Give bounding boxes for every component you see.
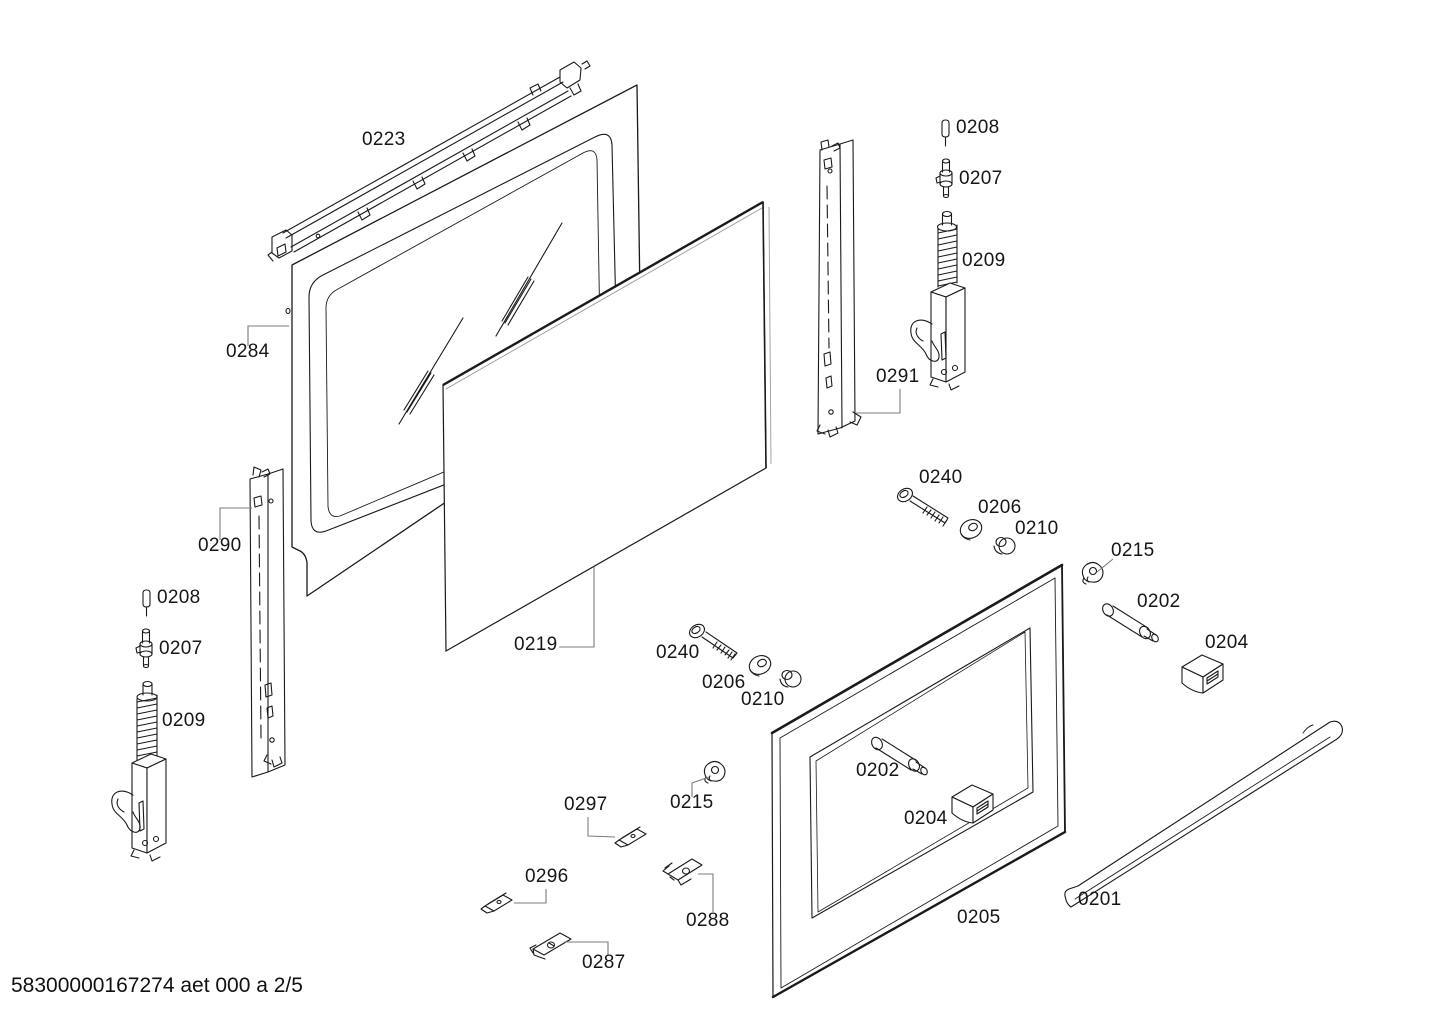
part-0210-nut-upper: [993, 536, 1016, 555]
part-label-0223: 0223: [362, 129, 406, 150]
part-0223-top-trim-strip: [267, 60, 591, 262]
part-label-0290: 0290: [198, 535, 242, 556]
part-label-0204-inner: 0204: [904, 808, 948, 829]
part-0204-box-right: [1181, 654, 1224, 694]
part-0209-left-hinge: [111, 680, 167, 862]
part-label-0208-left: 0208: [157, 587, 201, 608]
leader-0287: [564, 941, 609, 955]
part-label-0215-upper: 0215: [1111, 540, 1155, 561]
part-0240-screw-lower: [688, 623, 738, 661]
part-label-0296: 0296: [525, 866, 569, 887]
document-reference: 58300000167274 aet 000 a 2/5: [11, 974, 303, 997]
part-label-0284: 0284: [226, 341, 270, 362]
part-0296-clip: [480, 892, 513, 914]
leader-0297: [587, 817, 616, 838]
part-0207-left-bolt: [135, 628, 153, 669]
part-0287-bracket: [529, 932, 572, 960]
part-label-0204-right: 0204: [1205, 632, 1249, 653]
part-label-0209-left: 0209: [162, 710, 206, 731]
part-label-0240-lower: 0240: [656, 642, 700, 663]
part-label-0291: 0291: [876, 366, 920, 387]
part-label-0215-lower: 0215: [670, 792, 714, 813]
part-label-0205: 0205: [957, 907, 1001, 928]
part-0207-right-bolt: [935, 158, 953, 199]
part-0205-inner-door-panel: [770, 563, 1067, 999]
part-0206-washer-lower: [748, 655, 772, 677]
part-0290-left-hinge-rail: [249, 466, 286, 778]
part-label-0209-right: 0209: [962, 250, 1006, 271]
part-label-0201: 0201: [1078, 889, 1122, 910]
part-0201-door-handle: [1064, 720, 1343, 908]
part-label-0210-upper: 0210: [1015, 518, 1059, 539]
leader-0296: [514, 889, 547, 904]
part-0206-washer-upper: [959, 519, 983, 541]
part-0208-right-pin: [941, 119, 950, 147]
leader-lines: [219, 325, 1114, 955]
leader-0219: [559, 567, 595, 648]
leader-0215-upper: [1096, 558, 1114, 573]
part-label-0287: 0287: [582, 952, 626, 973]
part-label-0210-lower: 0210: [741, 689, 785, 710]
part-label-0219: 0219: [514, 634, 558, 655]
leader-0288: [698, 873, 714, 912]
part-0215-clip-upper: [1081, 561, 1104, 585]
part-label-0206-upper: 0206: [978, 497, 1022, 518]
part-0291-right-hinge-rail: [816, 139, 862, 438]
part-0210-nut-lower: [779, 669, 802, 688]
part-label-0240-upper: 0240: [919, 467, 963, 488]
leader-0215-lower: [691, 776, 710, 797]
part-0297-clip: [614, 826, 647, 848]
part-label-0297: 0297: [564, 794, 608, 815]
part-0288-bracket: [662, 858, 703, 886]
part-label-0207-left: 0207: [159, 638, 203, 659]
part-0208-left-pin: [142, 589, 151, 617]
part-0209-right-hinge: [910, 210, 966, 391]
leader-0290: [219, 507, 252, 540]
part-label-0206-lower: 0206: [702, 672, 746, 693]
leader-0284: [247, 325, 289, 346]
part-0202-pin-right: [1102, 603, 1159, 643]
part-0219-inner-glass: [442, 200, 772, 653]
part-0204-box-inner: [951, 784, 994, 824]
part-label-0202-right: 0202: [1137, 591, 1181, 612]
part-label-0207-right: 0207: [959, 168, 1003, 189]
part-label-0208-right: 0208: [956, 117, 1000, 138]
part-label-0288: 0288: [686, 910, 730, 931]
part-0215-clip-lower: [703, 760, 726, 784]
part-0202-pin-inner: [871, 736, 928, 776]
part-label-0202-inner: 0202: [856, 760, 900, 781]
part-0240-screw-upper: [896, 487, 949, 527]
leader-0291: [856, 389, 901, 414]
